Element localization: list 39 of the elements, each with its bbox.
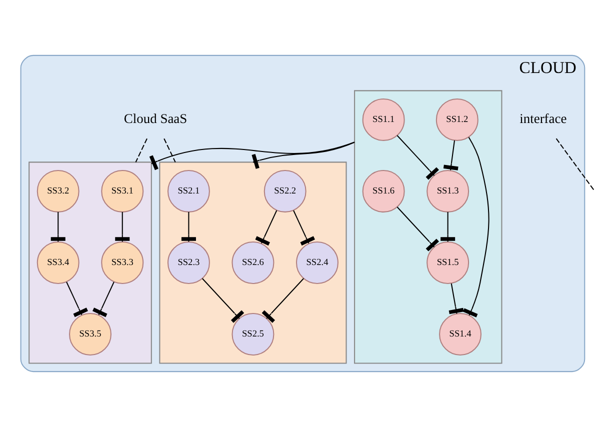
node-circle: SS2.3: [167, 241, 210, 284]
connector: [135, 138, 148, 162]
connector: [462, 137, 490, 318]
node-text: interface: [520, 111, 567, 126]
connector: [556, 138, 594, 190]
connector: [448, 283, 464, 314]
connector: [115, 212, 130, 242]
connector: [443, 140, 458, 170]
node-circle: SS3.2: [36, 170, 80, 212]
connector: [396, 135, 439, 180]
node-circle: SS3.3: [101, 241, 144, 284]
connector: [149, 142, 355, 170]
cluster: [354, 90, 502, 364]
node-circle: SS3.4: [36, 241, 80, 284]
cluster: [28, 162, 152, 364]
node-circle: SS2.1: [167, 170, 210, 212]
node-circle: SS2.2: [264, 170, 306, 212]
cluster: [159, 162, 347, 364]
connector: [164, 138, 176, 162]
connector: [50, 212, 66, 242]
connector: [252, 142, 355, 169]
connector: [255, 210, 278, 246]
node-circle: SS3.1: [101, 170, 144, 212]
connector: [396, 206, 439, 252]
node-circle: SS2.4: [296, 241, 338, 284]
connector: [440, 212, 456, 242]
node-circle: SS1.2: [436, 98, 478, 141]
node-circle: SS1.4: [439, 313, 482, 356]
connector: [92, 282, 114, 318]
connector: [202, 278, 244, 323]
connector: [293, 210, 315, 246]
node-circle: SS3.5: [69, 313, 112, 356]
connector: [262, 278, 304, 323]
node-text: Cloud SaaS: [124, 111, 188, 126]
node-circle: SS1.6: [362, 170, 405, 212]
connector: [66, 282, 88, 318]
node-circle: SS2.6: [232, 241, 274, 284]
connector: [181, 212, 196, 242]
node-circle: SS1.1: [362, 98, 405, 141]
